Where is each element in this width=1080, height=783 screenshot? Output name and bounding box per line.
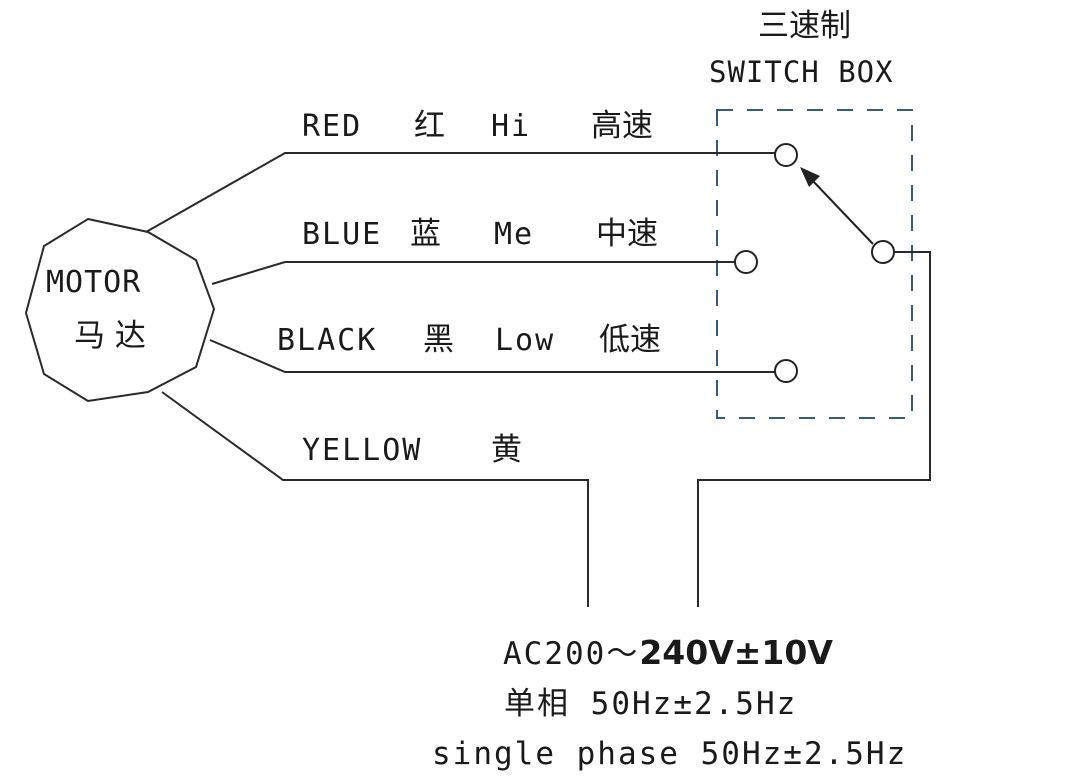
blue-color-label: BLUE	[302, 217, 382, 252]
switch-box-title-en: SWITCH BOX	[709, 55, 894, 89]
blue-speed-label: Me	[494, 217, 534, 252]
red-speed-cn: 高速	[591, 108, 653, 144]
black-color-cn: 黑	[423, 322, 454, 358]
yellow-color-cn: 黄	[491, 432, 522, 468]
switch-box-title-cn: 三速制	[758, 8, 851, 44]
motor-label-cn: 马 达	[74, 318, 146, 354]
black-speed-label: Low	[495, 323, 555, 358]
power-wire	[697, 251, 931, 607]
power-voltage-range: 240V±10V	[639, 633, 833, 672]
power-voltage-prefix: AC200～	[503, 636, 639, 672]
red-speed-label: Hi	[491, 109, 531, 144]
red-color-label: RED	[302, 109, 362, 144]
motor-octagon	[24, 217, 216, 403]
red-terminal	[774, 143, 798, 167]
power-line-en: single phase 50Hz±2.5Hz	[432, 736, 907, 772]
switch-box-outline	[716, 109, 913, 419]
motor-label-en: MOTOR	[46, 265, 141, 300]
black-color-label: BLACK	[277, 323, 377, 358]
switch-arrow-icon	[800, 167, 820, 187]
switch-arm	[811, 179, 874, 245]
black-wire	[209, 339, 775, 373]
yellow-color-label: YELLOW	[302, 433, 422, 468]
red-wire	[145, 152, 775, 233]
red-color-cn: 红	[414, 108, 445, 144]
black-speed-cn: 低速	[599, 322, 661, 358]
blue-terminal	[734, 250, 758, 274]
blue-color-cn: 蓝	[410, 216, 441, 252]
blue-speed-cn: 中速	[596, 216, 658, 252]
power-line-cn: 单相 50Hz±2.5Hz	[504, 686, 797, 722]
common-terminal	[871, 240, 895, 264]
black-terminal	[774, 359, 798, 383]
yellow-wire	[161, 391, 589, 607]
power-voltage: AC200～240V±10V	[503, 633, 833, 672]
blue-wire	[211, 261, 735, 285]
